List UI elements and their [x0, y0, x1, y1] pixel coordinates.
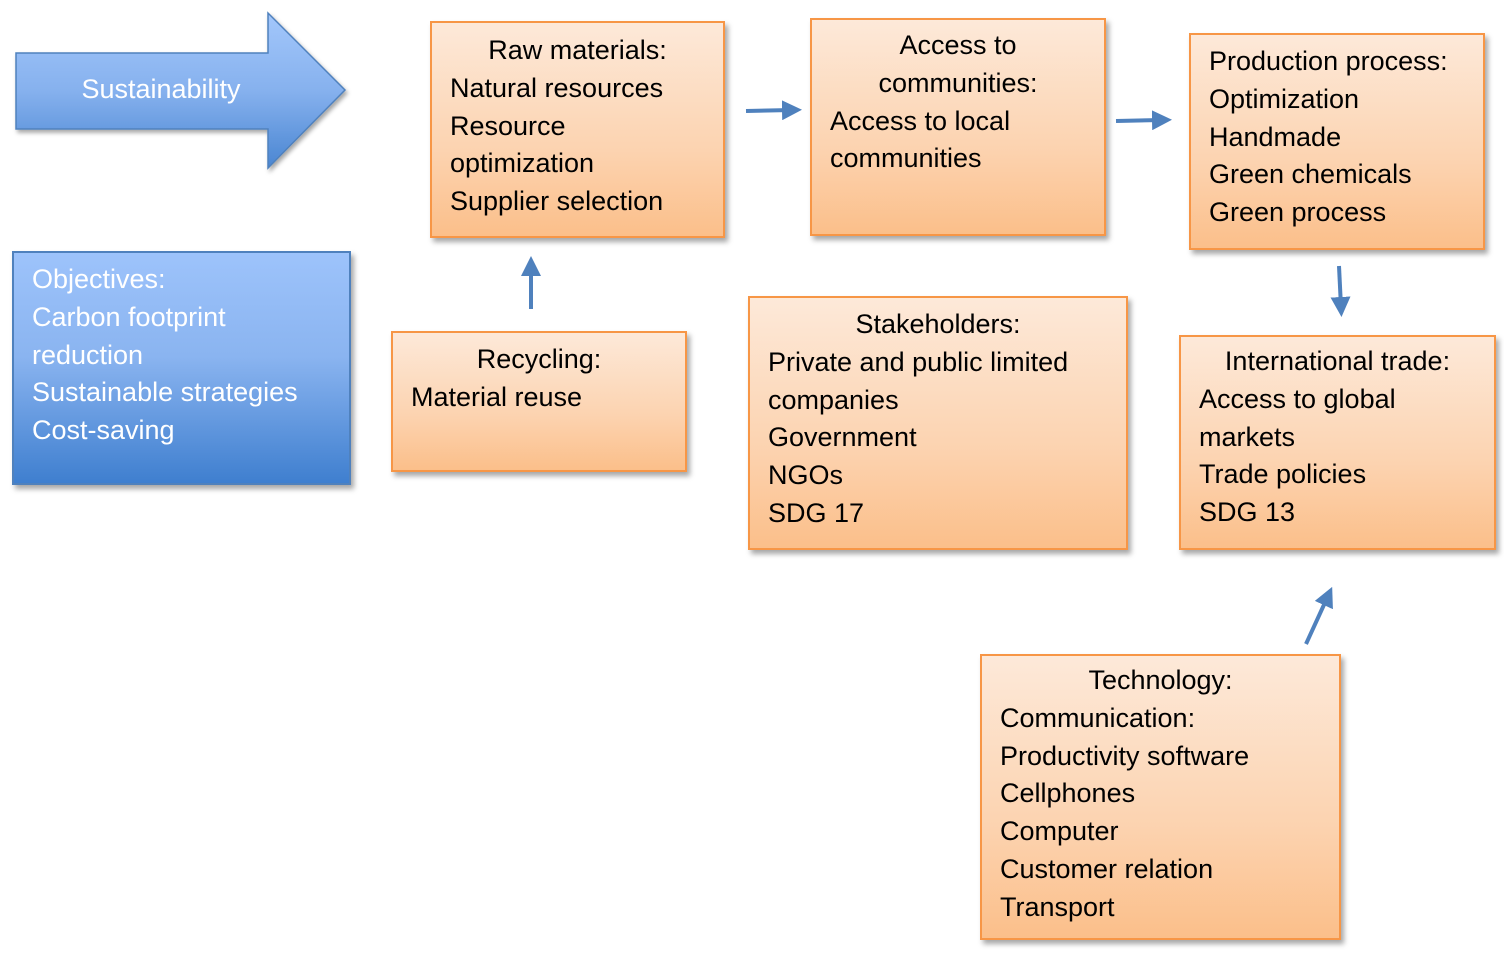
- access-communities-item: Access to local: [830, 105, 1011, 136]
- raw-materials-item: Resource: [450, 110, 566, 141]
- international-trade-title: International trade:: [1224, 346, 1451, 376]
- stakeholders-item: Private and public limited: [768, 346, 1069, 377]
- access-communities-title: Access to: [899, 30, 1017, 60]
- stakeholders-item: NGOs: [768, 460, 844, 491]
- objectives-item: reduction: [32, 339, 144, 370]
- technology-item: Communication:: [1000, 702, 1196, 733]
- production-process-item: Green chemicals: [1209, 159, 1412, 190]
- production-process-box: Production process: Optimization Handmad…: [1189, 33, 1485, 250]
- international-trade-item: Trade policies: [1199, 459, 1367, 490]
- raw-materials-item: Supplier selection: [450, 186, 664, 217]
- technology-title: Technology:: [1088, 665, 1233, 695]
- objectives-box: Objectives: Carbon footprint reduction S…: [12, 251, 351, 485]
- international-trade-item: SDG 13: [1199, 497, 1296, 528]
- access-communities-item: communities: [830, 143, 982, 174]
- objectives-item: Cost-saving: [32, 415, 175, 446]
- production-process-title: Production process:: [1209, 46, 1448, 76]
- raw-materials-item: Natural resources: [450, 72, 664, 103]
- raw-materials-title: Raw materials:: [488, 35, 667, 65]
- objectives-item: Carbon footprint: [32, 301, 226, 332]
- arrow-raw-to-access: [745, 100, 802, 121]
- access-communities-box: Access to communities: Access to local c…: [810, 18, 1106, 236]
- stakeholders-box: Stakeholders: Private and public limited…: [748, 296, 1128, 550]
- raw-materials-item: optimization: [450, 148, 595, 179]
- stakeholders-item: companies: [768, 384, 899, 415]
- arrow-production-to-trade: [1330, 265, 1351, 317]
- technology-item: Cellphones: [1000, 778, 1136, 809]
- technology-box: Technology: Communication: Productivity …: [980, 654, 1341, 940]
- technology-item: Computer: [1000, 816, 1119, 847]
- international-trade-item: Access to global: [1199, 383, 1396, 414]
- stakeholders-item: SDG 17: [768, 497, 865, 528]
- technology-item: Customer relation: [1000, 853, 1214, 884]
- arrow-technology-to-trade: [1304, 586, 1333, 645]
- production-process-item: Handmade: [1209, 121, 1342, 152]
- stakeholders-title: Stakeholders:: [855, 309, 1021, 339]
- access-communities-title: communities:: [878, 67, 1038, 98]
- recycling-title: Recycling:: [476, 344, 602, 374]
- sustainability-label: Sustainability: [81, 74, 241, 104]
- objectives-item: Sustainable strategies: [32, 377, 298, 408]
- recycling-item: Material reuse: [411, 381, 583, 412]
- stakeholders-item: Government: [768, 422, 917, 453]
- production-process-item: Optimization: [1209, 83, 1360, 114]
- technology-item: Productivity software: [1000, 740, 1250, 771]
- production-process-item: Green process: [1209, 197, 1387, 228]
- international-trade-box: International trade: Access to global ma…: [1179, 335, 1496, 550]
- arrow-access-to-production: [1115, 110, 1172, 131]
- objectives-title: Objectives:: [32, 264, 166, 294]
- international-trade-item: markets: [1199, 421, 1296, 452]
- recycling-box: Recycling: Material reuse: [391, 331, 687, 472]
- technology-item: Transport: [1000, 891, 1115, 922]
- raw-materials-box: Raw materials: Natural resources Resourc…: [430, 21, 725, 238]
